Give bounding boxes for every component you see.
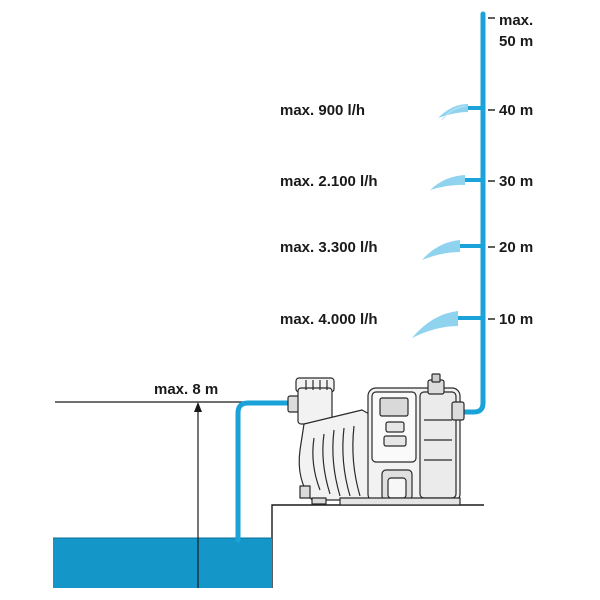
suction-height-label: max. 8 m [154, 381, 218, 398]
water-reservoir [53, 538, 272, 588]
outlet-spray-40m [438, 104, 481, 121]
ground-ledge-line [271, 504, 484, 588]
outlet-spray-10m [412, 311, 481, 338]
height-label-10m: 10 m [499, 311, 533, 328]
suction-arrow-head [194, 402, 202, 412]
top-height-label-line1: max. [499, 12, 533, 29]
flow-label-40m: max. 900 l/h [280, 102, 365, 119]
flow-label-20m: max. 3.300 l/h [280, 239, 378, 256]
pressure-riser-pipe [457, 11, 486, 415]
suction-pipe [235, 400, 299, 543]
pump-illustration [287, 373, 465, 506]
height-label-40m: 40 m [499, 102, 533, 119]
outlet-spray-30m [430, 175, 481, 190]
height-label-30m: 30 m [499, 173, 533, 190]
height-ticks [488, 17, 495, 320]
flow-label-10m: max. 4.000 l/h [280, 311, 378, 328]
height-label-20m: 20 m [499, 239, 533, 256]
top-height-label-line2: 50 m [499, 33, 533, 50]
outlet-spray-20m [422, 240, 481, 260]
flow-label-30m: max. 2.100 l/h [280, 173, 378, 190]
